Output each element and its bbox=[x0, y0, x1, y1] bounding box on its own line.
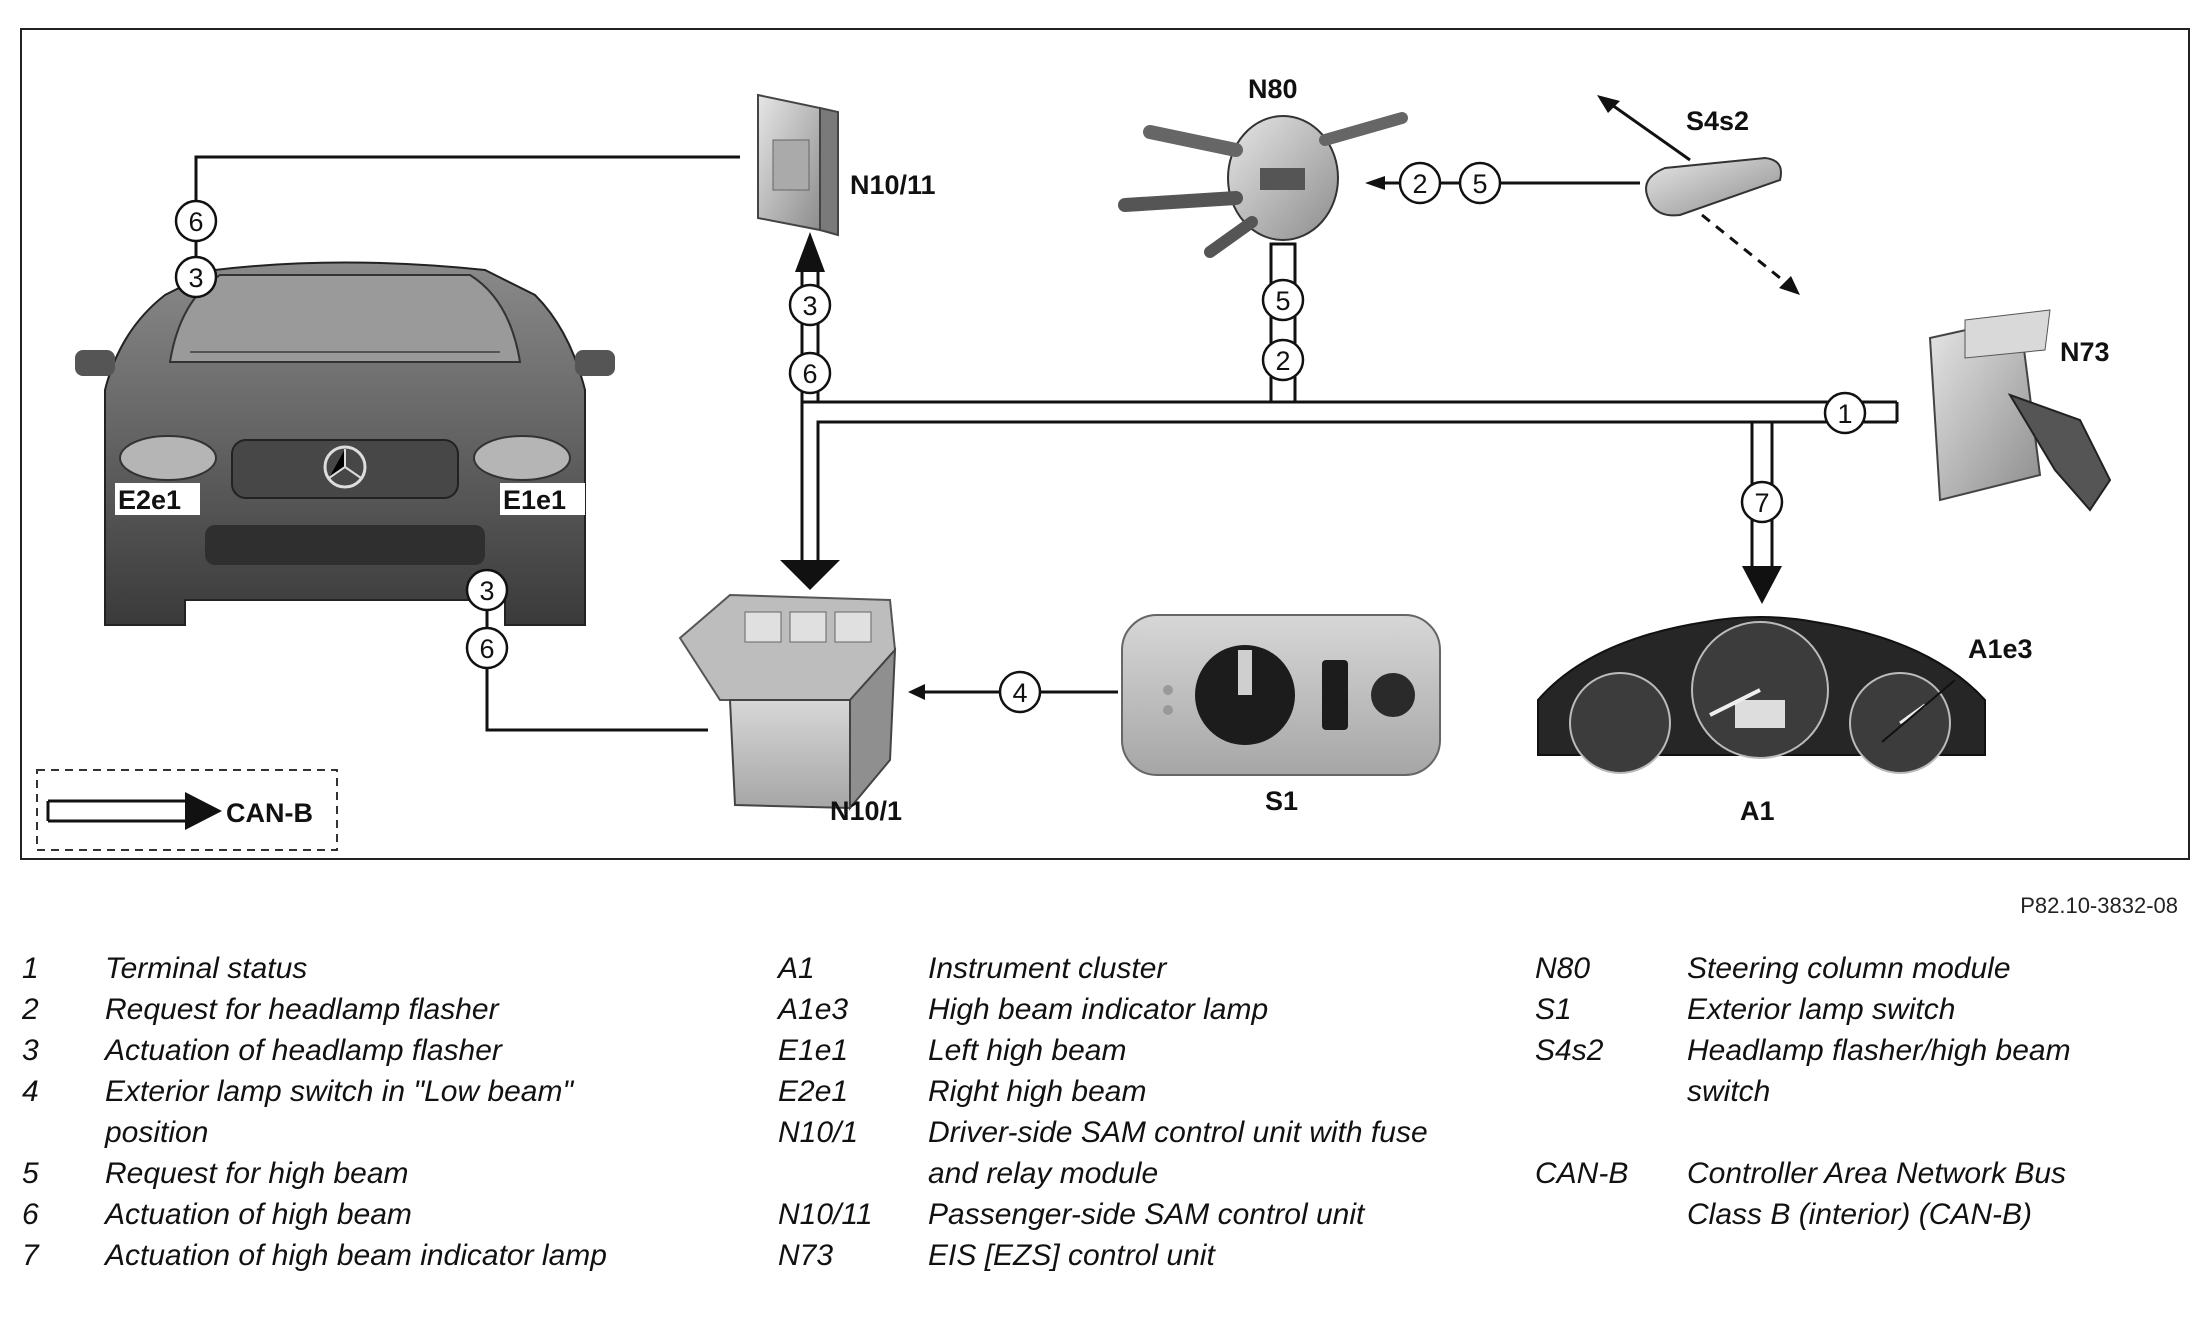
svg-text:5: 5 bbox=[1472, 169, 1487, 199]
signal-7: 7 bbox=[1740, 480, 1784, 524]
s1-switch bbox=[1121, 614, 1441, 776]
svg-text:2: 2 bbox=[1275, 346, 1290, 376]
svg-text:7: 7 bbox=[1754, 488, 1769, 518]
svg-text:2: 2 bbox=[1412, 169, 1427, 199]
signal-3-bus: 3 bbox=[788, 283, 832, 327]
arrow-to-n10-1-input bbox=[908, 684, 925, 700]
svg-text:3: 3 bbox=[802, 291, 817, 321]
arrow-to-n10-1 bbox=[780, 560, 840, 590]
wiring-diagram: 6 3 3 6 2 5 5 2 1 7 3 6 4 N10/11 N80 S4s… bbox=[20, 28, 2190, 860]
label-s4s2: S4s2 bbox=[1686, 106, 1749, 136]
label-n73: N73 bbox=[2060, 337, 2110, 367]
s4s2-switch bbox=[1597, 95, 1800, 295]
svg-text:3: 3 bbox=[188, 263, 203, 293]
label-n80: N80 bbox=[1248, 74, 1298, 104]
signal-1: 1 bbox=[1823, 391, 1867, 435]
arrow-to-a1 bbox=[1742, 566, 1782, 604]
label-e1e1: E1e1 bbox=[503, 485, 566, 515]
label-n10-1: N10/1 bbox=[830, 796, 902, 826]
label-a1e3: A1e3 bbox=[1968, 634, 2033, 664]
label-s1: S1 bbox=[1265, 786, 1298, 816]
signal-6-e1e1: 6 bbox=[465, 626, 509, 670]
car-image bbox=[75, 261, 615, 626]
svg-text:5: 5 bbox=[1275, 286, 1290, 316]
signal-3-top-left: 3 bbox=[174, 255, 218, 299]
n73-module bbox=[1928, 309, 2112, 512]
signal-2-top: 2 bbox=[1398, 161, 1442, 205]
a1-cluster bbox=[1537, 616, 1986, 774]
arrow-to-n10-11 bbox=[795, 232, 825, 272]
label-a1: A1 bbox=[1740, 796, 1775, 826]
svg-text:3: 3 bbox=[479, 576, 494, 606]
signal-2-n80: 2 bbox=[1261, 338, 1305, 382]
signal-5-n80: 5 bbox=[1261, 278, 1305, 322]
label-e2e1: E2e1 bbox=[118, 485, 181, 515]
svg-text:1: 1 bbox=[1837, 399, 1852, 429]
signal-4: 4 bbox=[998, 670, 1042, 714]
svg-text:6: 6 bbox=[802, 359, 817, 389]
svg-text:6: 6 bbox=[188, 207, 203, 237]
label-can-b: CAN-B bbox=[226, 798, 313, 828]
n80-module bbox=[1118, 112, 1408, 258]
arrow-to-n80 bbox=[1365, 176, 1385, 190]
svg-text:4: 4 bbox=[1012, 678, 1027, 708]
signal-6-bus: 6 bbox=[788, 351, 832, 395]
label-n10-11: N10/11 bbox=[850, 170, 936, 200]
n10-11-module bbox=[757, 93, 839, 237]
figure-reference: P82.10-3832-08 bbox=[2020, 893, 2178, 918]
signal-6-top-left: 6 bbox=[174, 199, 218, 243]
signal-circles: 6 3 3 6 2 5 5 2 1 7 3 6 4 bbox=[174, 161, 1867, 714]
n10-1-module bbox=[678, 593, 897, 811]
can-b-legend bbox=[36, 769, 338, 851]
signal-5-top: 5 bbox=[1458, 161, 1502, 205]
signal-3-e1e1: 3 bbox=[465, 568, 509, 612]
svg-text:6: 6 bbox=[479, 634, 494, 664]
